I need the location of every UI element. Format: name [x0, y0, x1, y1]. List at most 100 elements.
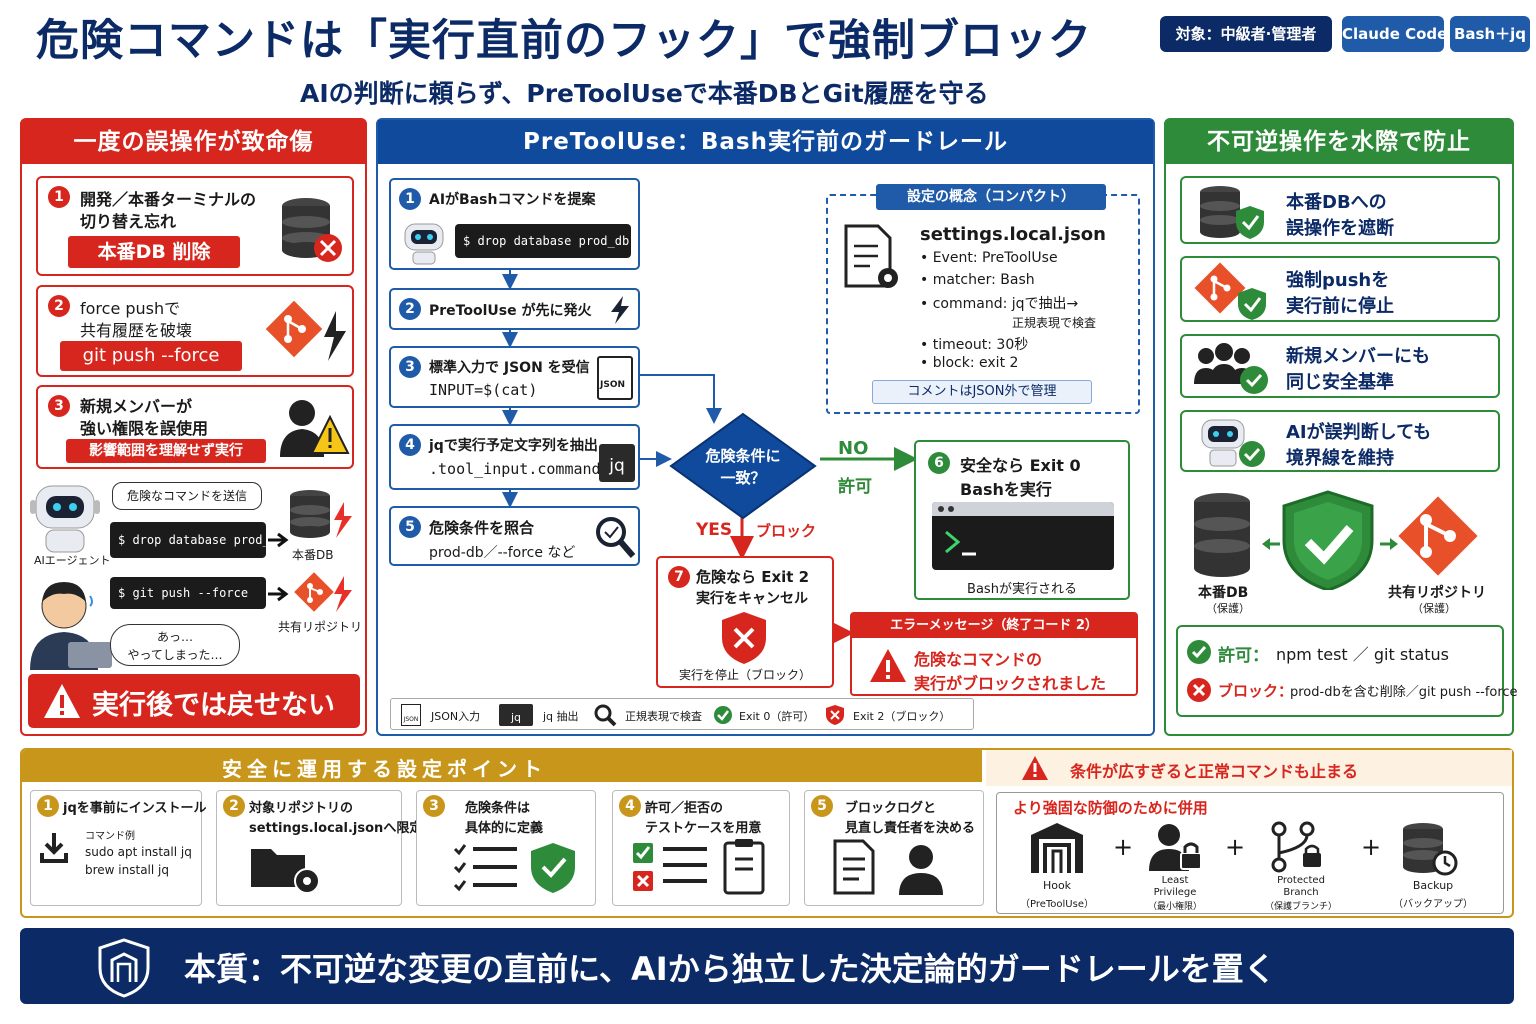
warning-icon: [870, 649, 906, 682]
log-reviewer-icon: [833, 839, 943, 895]
database-icon: [1194, 493, 1250, 577]
git-icon: [1398, 496, 1478, 576]
user-lock-icon: [1149, 824, 1202, 871]
defense-sub: （PreToolUse）: [1019, 899, 1094, 910]
exit2-line2: 実行をキャンセル: [696, 591, 808, 607]
legend-item: jq 抽出: [543, 710, 579, 723]
allow-text: npm test ／ git status: [1276, 645, 1449, 664]
risk-card-line1: 開発／本番ターミナルの: [80, 190, 257, 209]
setting-point-2: 2 対象リポジトリの settings.local.jsonへ限定: [216, 790, 422, 906]
protection-item-3: 新規メンバーにも 同じ安全基準: [1180, 334, 1500, 398]
risk-card-number: 3: [48, 395, 70, 417]
arrow-right-icon: [268, 532, 289, 548]
protected-db-label: 本番DB: [1198, 585, 1249, 601]
point-number: 4: [619, 795, 641, 817]
jq-legend-icon: jq: [499, 704, 533, 726]
config-item: • timeout: 30秒: [920, 337, 1029, 353]
defense-name: Hook: [1042, 879, 1072, 892]
production-db-label: 本番DB: [292, 548, 334, 562]
team-shield-icon: [1194, 343, 1268, 394]
flow-step-2: 2 PreToolUse が先に発火: [389, 288, 640, 330]
shield-check-icon: [1282, 490, 1374, 590]
step-detail: prod-db／--force など: [429, 545, 576, 561]
setting-point-4: 4 許可／拒否の テストケースを用意: [612, 790, 790, 906]
protection-line2: 境界線を維持: [1286, 448, 1394, 469]
point-number: 3: [423, 795, 445, 817]
point-title2: テストケースを用意: [645, 821, 762, 836]
legend-item: 正規表現で検査: [625, 710, 702, 723]
step-detail: .tool_input.command: [429, 460, 601, 478]
risk-card-number: 1: [48, 186, 70, 208]
legend-bar: JSON JSON入力 jq jq 抽出 正規表現で検査 Exit 0（許可） …: [390, 698, 974, 730]
hook-gateway-icon: [1031, 823, 1083, 873]
exit0-line1: 安全なら Exit 0: [960, 456, 1081, 475]
error-line2: 実行がブロックされました: [914, 674, 1107, 693]
point-title2: 具体的に定義: [465, 821, 544, 836]
error-line1: 危険なコマンドの: [914, 650, 1043, 669]
risk-card-1: 1 開発／本番ターミナルの 切り替え忘れ 本番DB 削除: [36, 176, 354, 276]
flow-step-4: 4 jqで実行予定文字列を抽出 .tool_input.command jq: [389, 424, 640, 490]
decision-line1: 危険条件に: [705, 447, 781, 465]
protection-item-4: AIが誤判断しても 境界線を維持: [1180, 410, 1500, 472]
risk-card-line1: 新規メンバーが: [80, 397, 193, 416]
allow-label: 許可: [838, 477, 872, 497]
allow-label: 許可：: [1218, 646, 1269, 666]
step-number: 1: [399, 188, 421, 210]
magnifier-icon: [596, 517, 636, 558]
point-title: 許可／拒否の: [645, 801, 724, 816]
config-note: コメントはJSON外で管理: [872, 380, 1092, 404]
database-backup-icon: [1403, 823, 1458, 876]
config-item: • command: jqで抽出→: [920, 296, 1079, 312]
plus-sign: +: [1113, 833, 1134, 861]
risk-card-line2: 共有履歴を破壊: [80, 321, 193, 340]
defense-sub: （バックアップ）: [1393, 899, 1473, 910]
protected-repo-label: 共有リポジトリ: [1388, 585, 1486, 601]
point-title: jqを事前にインストール: [63, 801, 207, 816]
flow-step-5: 5 危険条件を照合 prod-db／--force など: [389, 506, 640, 566]
audience-tag: 対象：中級者·管理者: [1160, 16, 1332, 52]
point-sub: コマンド例: [85, 831, 135, 842]
point-number: 1: [37, 795, 59, 817]
shield-gate-icon: [98, 938, 150, 998]
warning-strip: 条件が広すぎると正常コマンドも止まる: [986, 750, 1512, 786]
exit0-line2: Bashを実行: [960, 480, 1052, 499]
error-message-box: エラーメッセージ（終了コード 2） 危険なコマンドの 実行がブロックされました: [850, 612, 1138, 696]
plus-sign: +: [1361, 833, 1382, 861]
protection-item-2: 強制pushを 実行前に停止: [1180, 256, 1500, 322]
config-item: 正規表現で検査: [1012, 316, 1097, 330]
json-file-icon: JSON: [597, 356, 633, 400]
risk-card-label: 影響範囲を理解せず実行: [66, 439, 266, 463]
terminal-git-force: $ git push --force: [110, 577, 266, 609]
terminal-icon: [932, 502, 1114, 570]
risk-card-line2: 強い権限を誤使用: [80, 419, 209, 438]
json-legend-icon: JSON: [401, 704, 421, 726]
irreversible-banner: 実行後では戻せない: [28, 674, 360, 728]
step-detail: INPUT=$(cat): [429, 381, 538, 399]
setting-point-3: 3 危険条件は 具体的に定義: [416, 790, 596, 906]
magnifier-icon: [594, 704, 617, 727]
protection-line2: 実行前に停止: [1286, 296, 1394, 317]
settings-file-icon: [844, 224, 898, 288]
terminal-command: $ drop database prod_db;: [455, 224, 636, 258]
exit0-caption: Bashが実行される: [967, 582, 1077, 597]
config-item: • Event: PreToolUse: [920, 250, 1058, 266]
right-panel-heading: 不可逆操作を水際で防止: [1166, 120, 1512, 164]
defense-name: Backup: [1412, 879, 1454, 892]
risk-card-line2: 切り替え忘れ: [80, 212, 177, 231]
config-box: 設定の概念（コンパクト） settings.local.json • Event…: [826, 184, 1140, 414]
point-command: sudo apt install jq: [85, 845, 192, 859]
shared-repo-label: 共有リポジトリ: [278, 620, 363, 634]
protection-line1: 新規メンバーにも: [1286, 346, 1430, 367]
warning-icon: [1022, 756, 1048, 780]
flow-step-1: 1 AIがBashコマンドを提案 $ drop database prod_db…: [389, 178, 640, 270]
database-shield-icon: [1200, 186, 1264, 239]
error-heading: エラーメッセージ（終了コード 2）: [852, 614, 1136, 638]
risk-card-label: git push --force: [60, 341, 242, 371]
defense-name: Protected: [1277, 875, 1325, 886]
essence-text: 本質：不可逆な変更の直前に、AIから独立した決定論的ガードレールを置く: [184, 950, 1276, 988]
protection-line2: 同じ安全基準: [1286, 372, 1394, 393]
point-command: brew install jq: [85, 863, 169, 877]
user-warning-icon: [280, 400, 350, 457]
irreversible-text: 実行後では戻せない: [92, 690, 335, 721]
branch-lock-icon: [1271, 821, 1321, 873]
